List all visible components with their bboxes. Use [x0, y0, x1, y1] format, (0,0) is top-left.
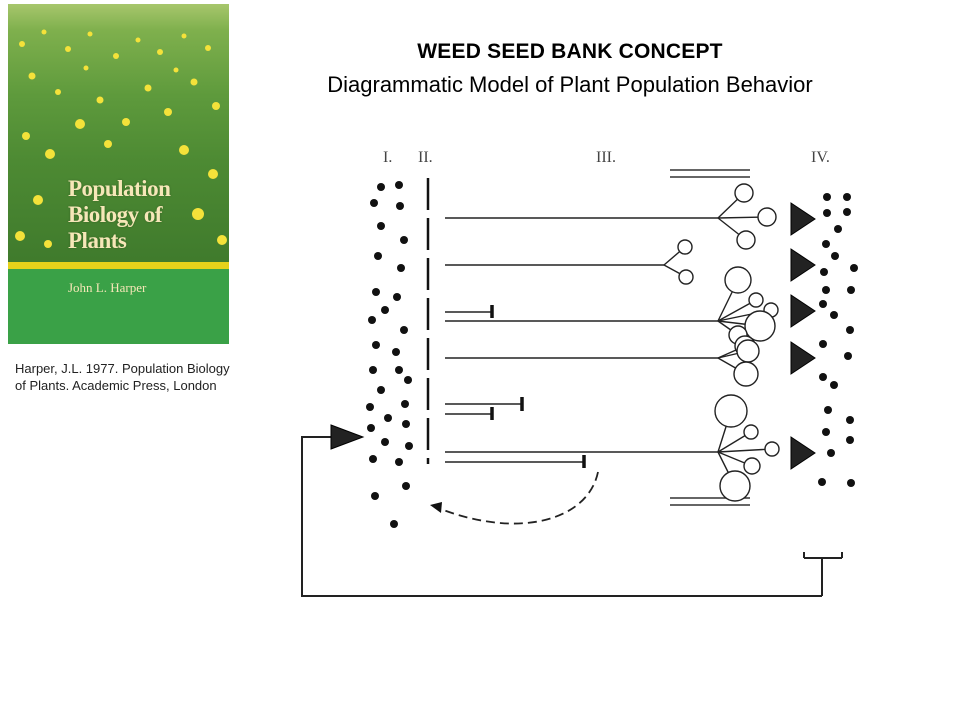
dormancy-return-path: [437, 471, 599, 525]
cover-stripe: [8, 262, 229, 269]
book-author: John L. Harper: [68, 280, 147, 295]
book-cover-image: Population Biology of Plants John L. Har…: [8, 4, 229, 344]
mature-plants: [663, 183, 780, 502]
population-model-diagram: [301, 169, 858, 597]
buttercup-flowers: [15, 29, 227, 248]
page-title: WEED SEED BANK CONCEPT: [417, 40, 723, 63]
phase-label-iv: IV.: [811, 149, 830, 166]
book-title: Population Biology of Plants: [68, 176, 171, 253]
cover-band: [8, 269, 229, 344]
seed-rain-dots: [818, 193, 858, 487]
seedling-lines: [445, 217, 718, 463]
dormancy-return-arrowhead: [430, 502, 442, 513]
citation-text: Harper, J.L. 1977. Population Biology of…: [15, 361, 230, 393]
feedback-loop: [301, 436, 843, 597]
feedback-arrowhead: [330, 424, 365, 450]
seed-output-triangles: [790, 202, 816, 470]
phase-label-iii: III.: [596, 149, 616, 166]
seedling-death-marks: [490, 305, 586, 468]
page-subtitle: Diagrammatic Model of Plant Population B…: [327, 72, 813, 97]
seed-bank-dots: [366, 181, 413, 528]
phase-label-ii: II.: [418, 149, 433, 166]
phase-label-i: I.: [383, 149, 393, 166]
meadow-photo: [8, 4, 229, 266]
